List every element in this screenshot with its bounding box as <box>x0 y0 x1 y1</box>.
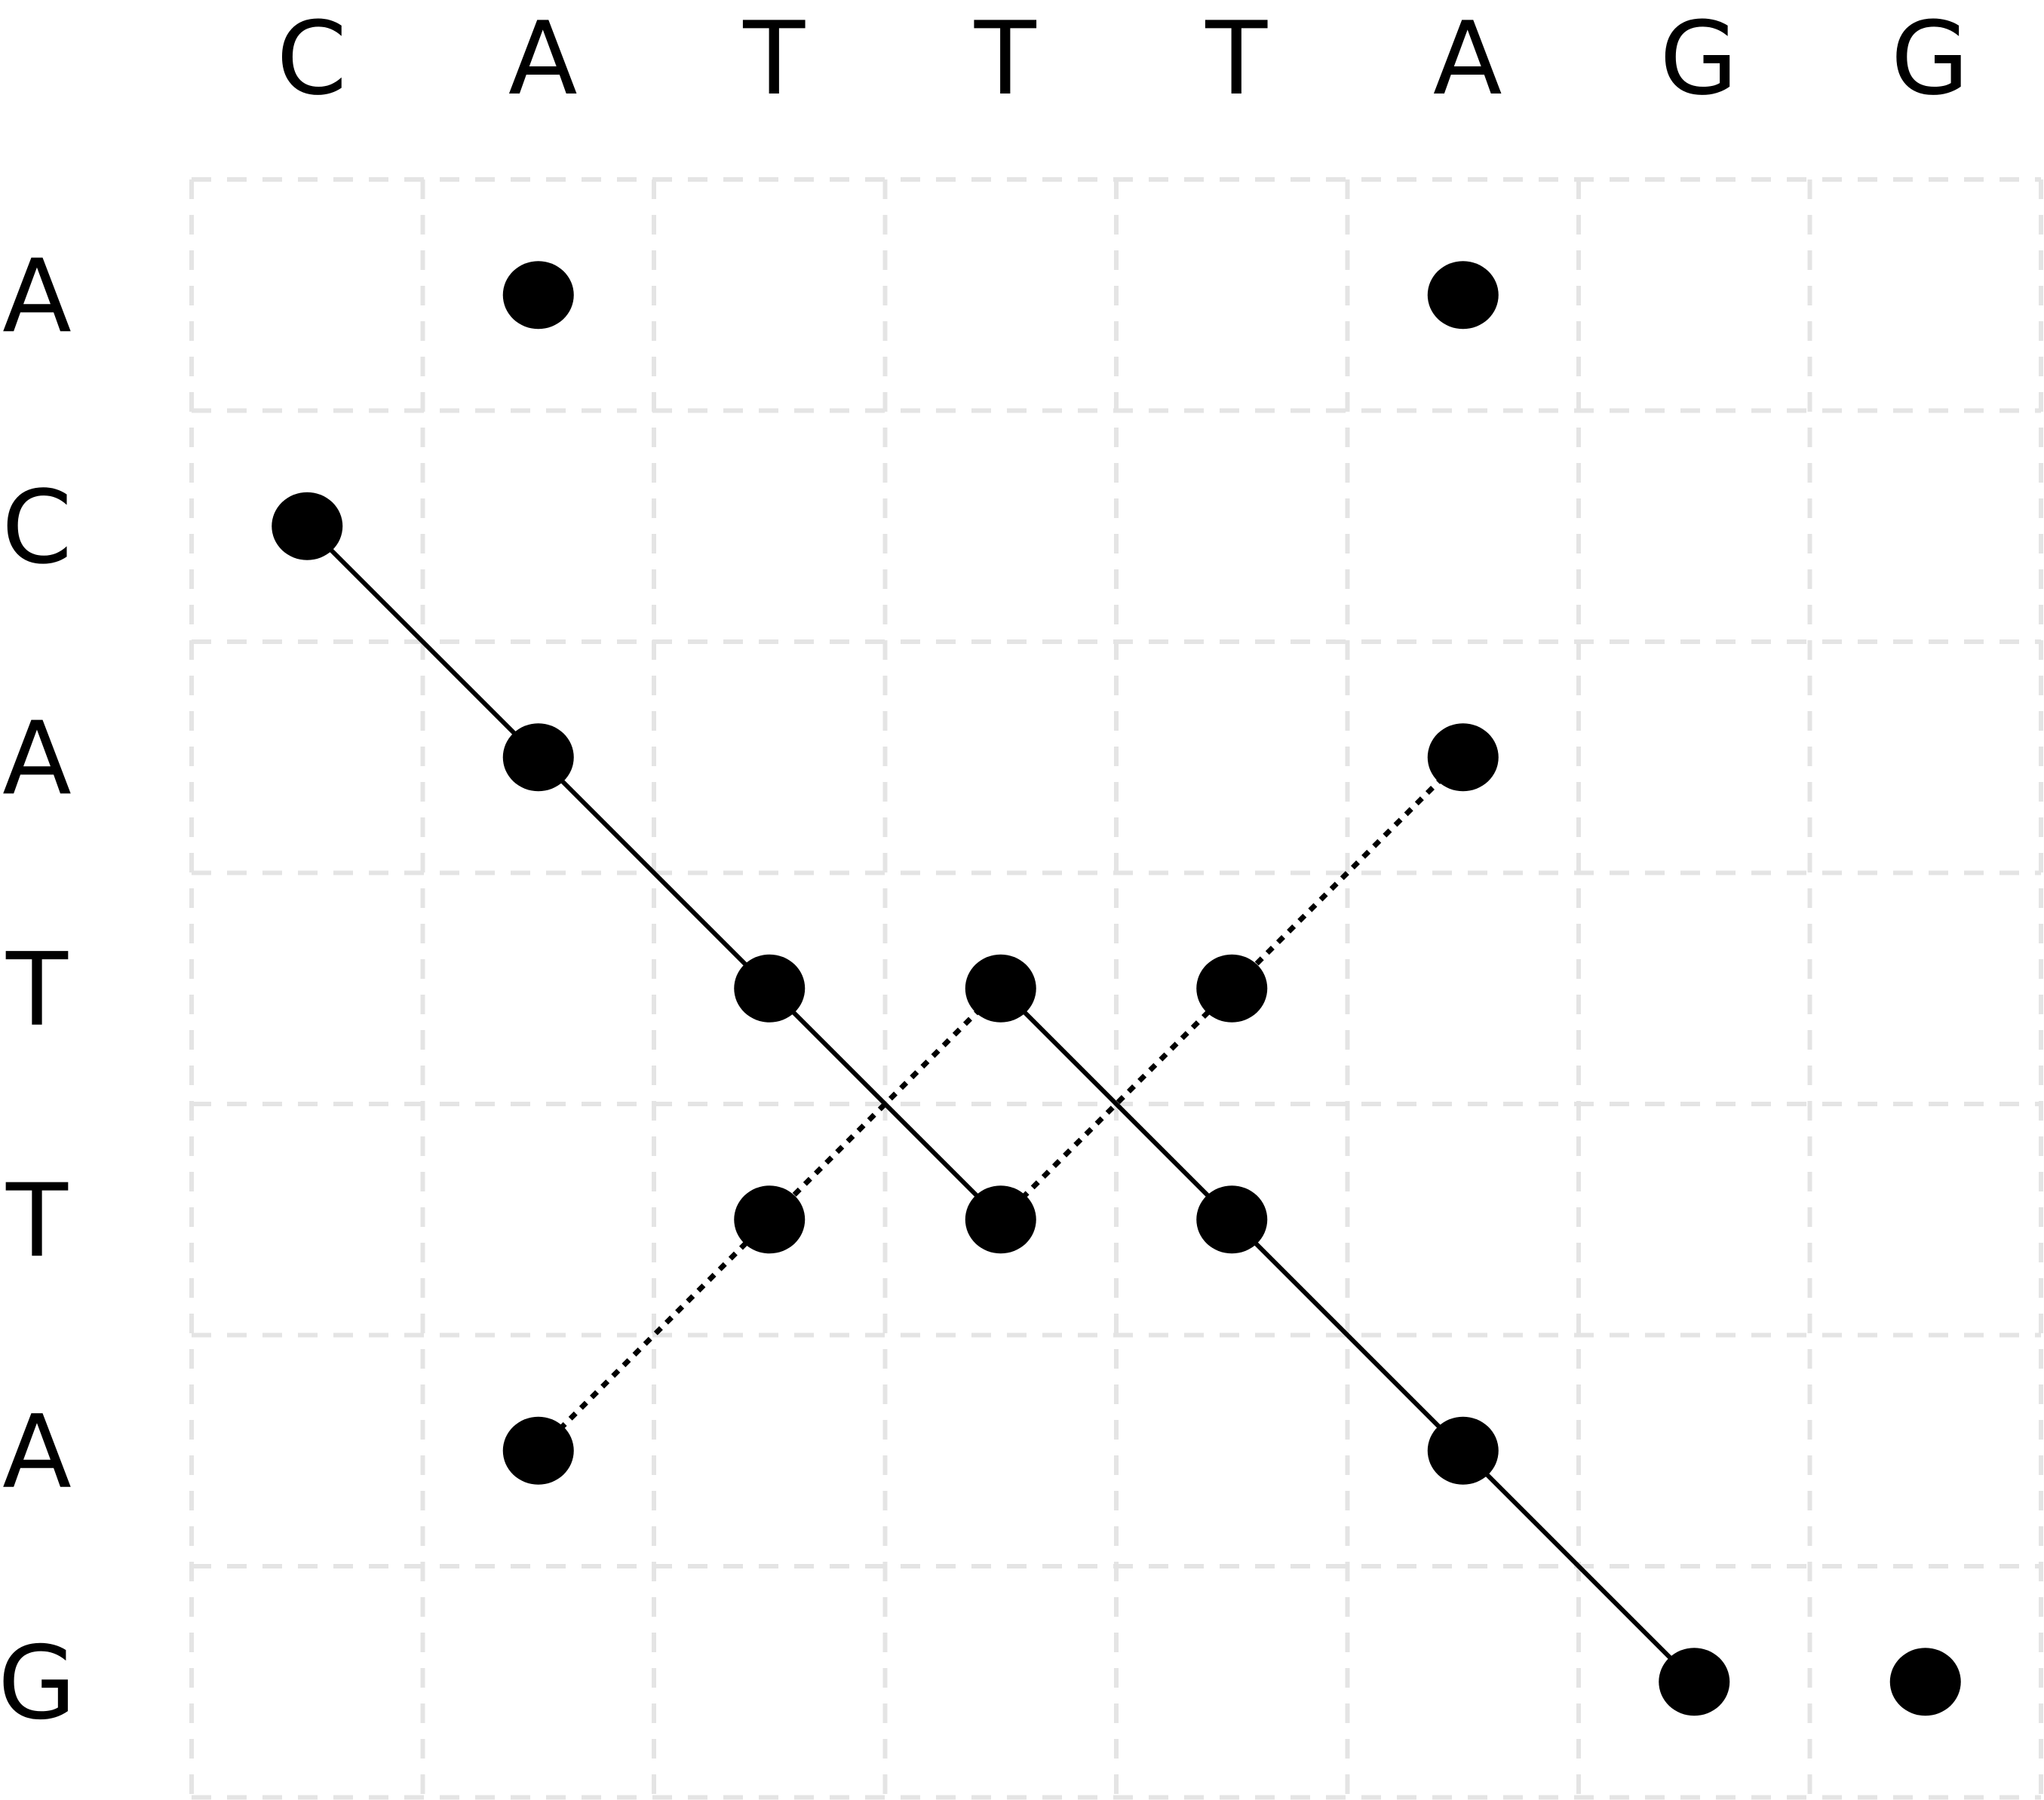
top-sequence-letter: G <box>1891 0 1969 118</box>
match-dot <box>1427 261 1499 330</box>
grid <box>189 177 2043 1800</box>
match-dot <box>502 1416 574 1485</box>
match-dot <box>734 1185 806 1254</box>
alignment-lines <box>305 524 1696 1684</box>
match-dot <box>734 954 806 1023</box>
dotted-alignment-path <box>536 986 1003 1453</box>
top-sequence-letter: G <box>1659 0 1738 118</box>
match-dot <box>1427 723 1499 792</box>
left-sequence-letter: T <box>5 931 69 1049</box>
left-sequence-letter: A <box>2 238 72 355</box>
top-sequence-letter: A <box>508 0 578 118</box>
match-dot <box>272 492 343 560</box>
solid-alignment-path <box>305 524 1002 1222</box>
match-dot <box>1427 1416 1499 1485</box>
dotted-alignment-path <box>999 755 1465 1222</box>
solid-alignment-path <box>999 986 1696 1684</box>
match-dots <box>272 261 1961 1716</box>
match-dot <box>1196 954 1268 1023</box>
left-sequence-letter: C <box>2 469 72 587</box>
match-dot <box>1659 1648 1730 1716</box>
top-sequence-letter: C <box>276 0 347 118</box>
top-sequence-letter: T <box>742 0 806 118</box>
match-dot <box>965 954 1036 1023</box>
left-sequence-letter: A <box>2 700 72 817</box>
left-sequence-letter: G <box>0 1624 76 1742</box>
left-sequence-letter: T <box>5 1162 69 1280</box>
match-dot <box>502 261 574 330</box>
match-dot <box>502 723 574 792</box>
top-sequence-letter: A <box>1433 0 1502 118</box>
match-dot <box>1196 1185 1268 1254</box>
match-dot <box>1889 1648 1961 1716</box>
match-dot <box>965 1185 1036 1254</box>
top-sequence-letter: T <box>974 0 1037 118</box>
top-sequence-letter: T <box>1205 0 1268 118</box>
left-sequence-letter: A <box>2 1394 72 1511</box>
